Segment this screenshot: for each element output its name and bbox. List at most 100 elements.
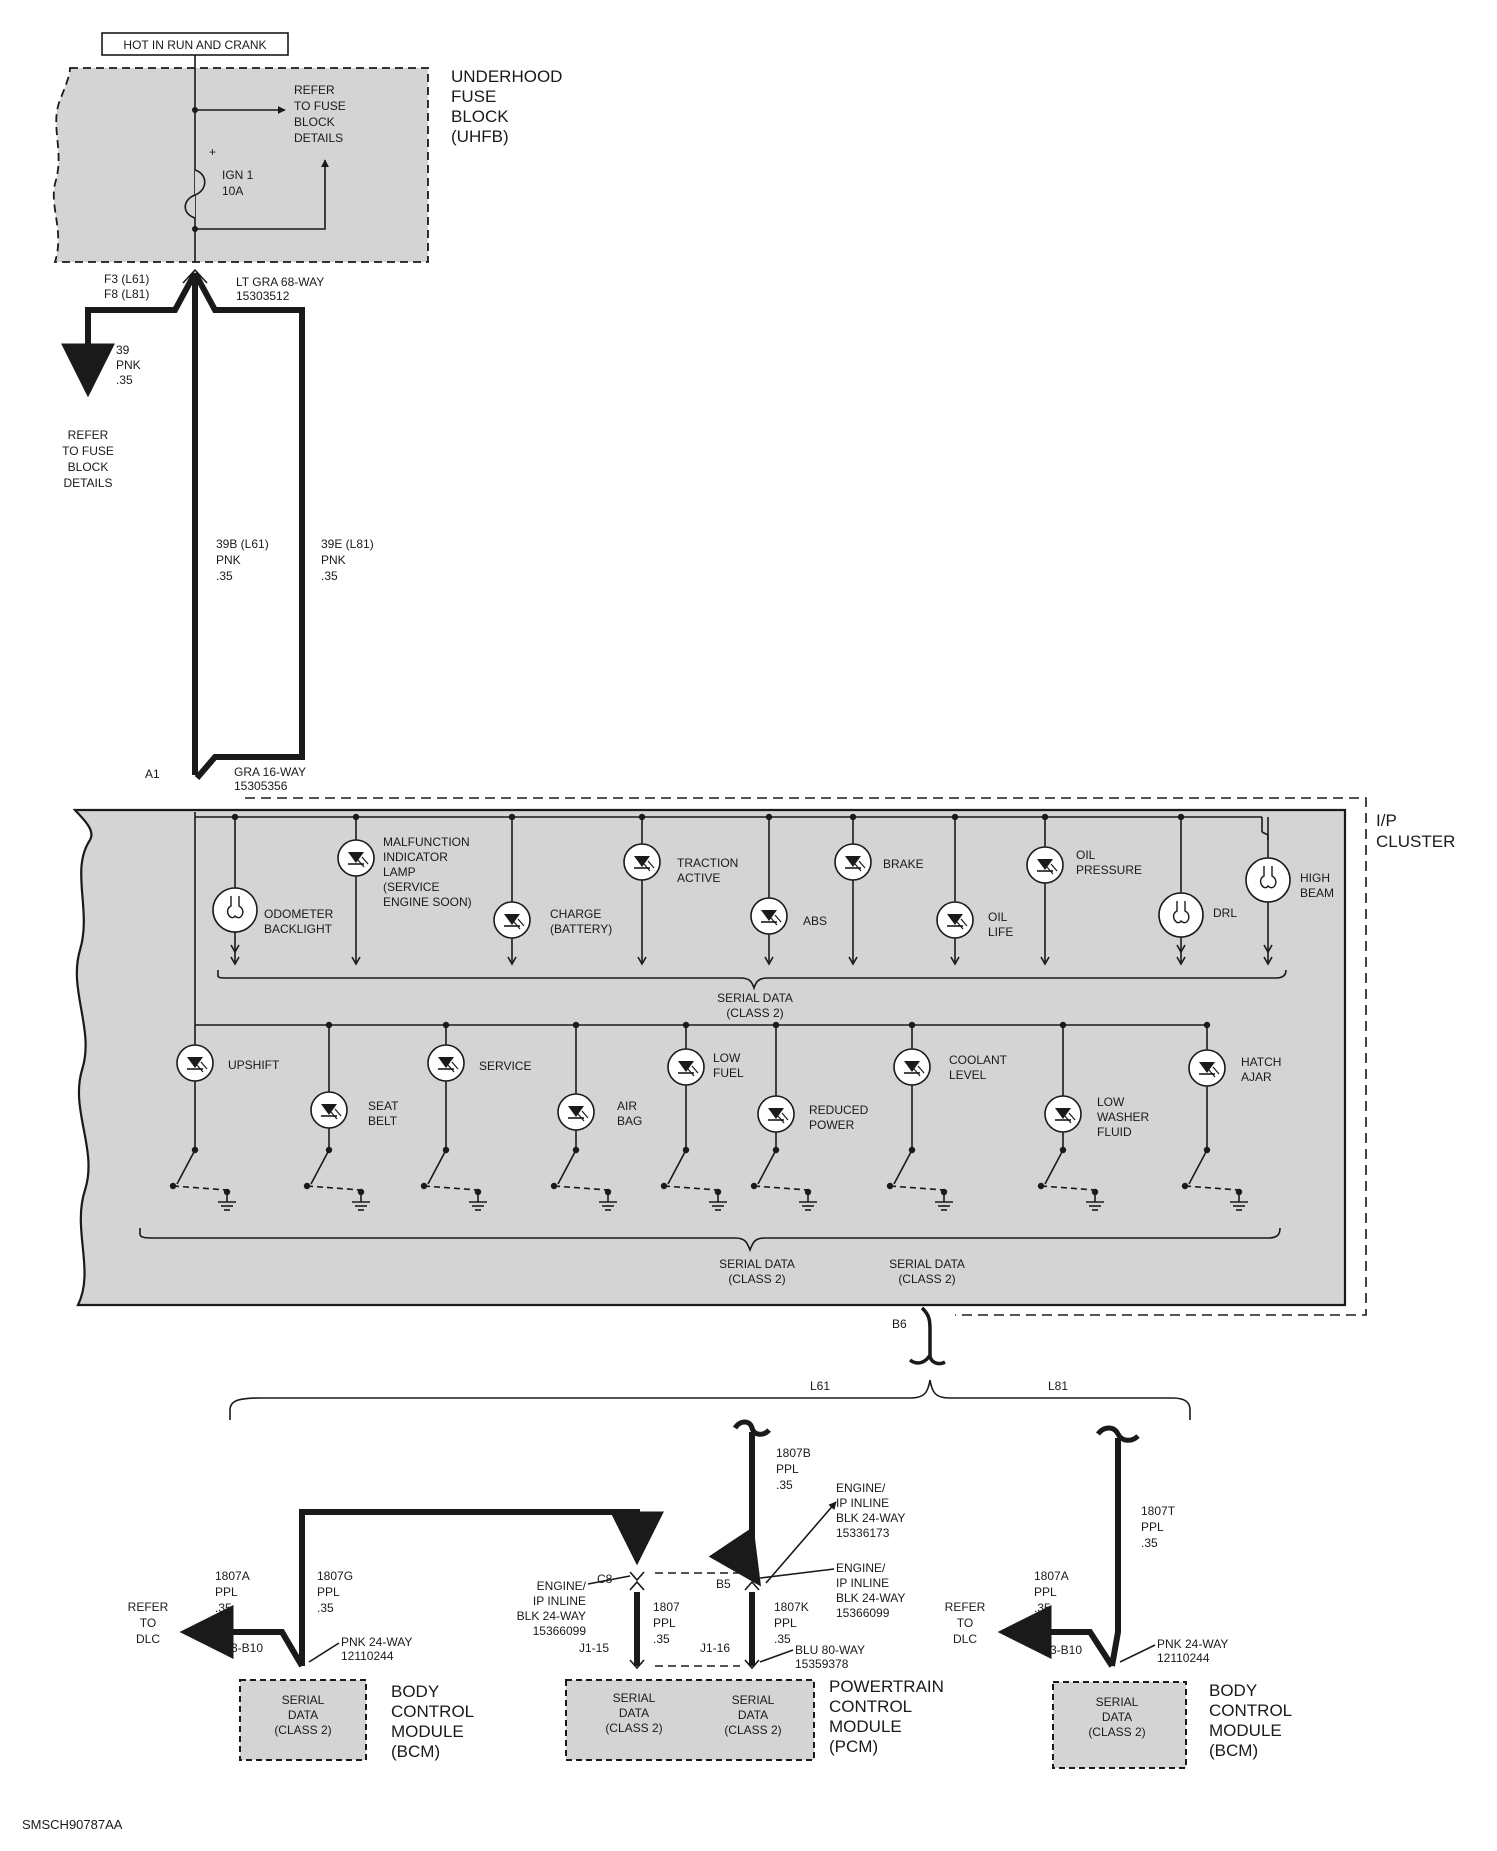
left-bcm-title: BODY bbox=[391, 1682, 439, 1701]
svg-text:DLC: DLC bbox=[953, 1632, 977, 1646]
svg-text:PPL: PPL bbox=[1034, 1585, 1057, 1599]
svg-text:DATA: DATA bbox=[619, 1706, 649, 1720]
wire-39-label: 39 bbox=[116, 343, 130, 357]
svg-text:10A: 10A bbox=[222, 184, 243, 198]
svg-text:BEAM: BEAM bbox=[1300, 886, 1334, 900]
lamp-led-icon-bottom-5 bbox=[757, 1095, 795, 1133]
header-box-text: HOT IN RUN AND CRANK bbox=[123, 38, 266, 52]
svg-text:(CLASS 2): (CLASS 2) bbox=[1088, 1725, 1145, 1739]
svg-text:15303512: 15303512 bbox=[236, 289, 290, 303]
pin-j1-16: J1-16 bbox=[700, 1641, 730, 1655]
svg-text:PRESSURE: PRESSURE bbox=[1076, 863, 1142, 877]
svg-text:IP INLINE: IP INLINE bbox=[836, 1576, 889, 1590]
svg-text:PPL: PPL bbox=[774, 1616, 797, 1630]
option-brace bbox=[229, 1379, 1191, 1420]
svg-text:(SERVICE: (SERVICE bbox=[383, 880, 439, 894]
svg-text:DETAILS: DETAILS bbox=[63, 476, 112, 490]
right-pin-j3-b10: J3-B10 bbox=[1044, 1643, 1082, 1657]
lamp-label-drl: DRL bbox=[1213, 906, 1237, 920]
svg-text:REFER: REFER bbox=[294, 83, 335, 97]
c8-pin: C8 bbox=[597, 1572, 613, 1586]
wire-1807-label: 1807 bbox=[653, 1600, 680, 1614]
svg-text:.35: .35 bbox=[216, 569, 233, 583]
svg-text:FLUID: FLUID bbox=[1097, 1125, 1132, 1139]
lamp-label-hatch-ajar: HATCH bbox=[1241, 1055, 1281, 1069]
svg-text:.35: .35 bbox=[653, 1632, 670, 1646]
svg-text:PNK: PNK bbox=[321, 553, 346, 567]
svg-text:F8 (L81): F8 (L81) bbox=[104, 287, 149, 301]
svg-text:CONTROL: CONTROL bbox=[391, 1702, 474, 1721]
lamp-led-icon-brake bbox=[834, 843, 872, 881]
lamp-label-traction: TRACTION bbox=[677, 856, 738, 870]
svg-text:PPL: PPL bbox=[1141, 1520, 1164, 1534]
lamp-led-icon-bottom-8 bbox=[1188, 1049, 1226, 1087]
b6-connector-icon bbox=[908, 1306, 946, 1366]
engine-inline-right-label: ENGINE/ bbox=[836, 1561, 886, 1575]
svg-text:LEVEL: LEVEL bbox=[949, 1068, 987, 1082]
pcm-title: POWERTRAIN bbox=[829, 1677, 944, 1696]
lamp-label-upshift: UPSHIFT bbox=[228, 1058, 280, 1072]
fuse-icon bbox=[184, 169, 206, 219]
svg-text:15305356: 15305356 bbox=[234, 779, 288, 793]
svg-text:.35: .35 bbox=[215, 1601, 232, 1615]
pcm-box: SERIAL DATA (CLASS 2) SERIAL DATA (CLASS… bbox=[565, 1679, 815, 1761]
svg-text:+: + bbox=[209, 145, 216, 159]
svg-text:POWER: POWER bbox=[809, 1118, 855, 1132]
lamp-label-seat-belt: SEAT bbox=[368, 1099, 399, 1113]
option-l61: L61 bbox=[810, 1379, 830, 1393]
svg-text:.35: .35 bbox=[1141, 1536, 1158, 1550]
wire-1807b-label: 1807B bbox=[776, 1446, 811, 1460]
serial-top-label: SERIAL DATA bbox=[717, 991, 793, 1005]
svg-text:BLK 24-WAY: BLK 24-WAY bbox=[517, 1609, 586, 1623]
left-bcm-box: SERIAL DATA (CLASS 2) bbox=[239, 1679, 367, 1761]
lamp-led-icon-traction-active bbox=[623, 843, 661, 881]
svg-text:MODULE: MODULE bbox=[1209, 1721, 1282, 1740]
lamp-led-icon-mil bbox=[337, 839, 375, 877]
lamp-led-icon-charge bbox=[493, 901, 531, 939]
lamp-bulb-icon-odometer-backlight bbox=[212, 887, 258, 933]
svg-text:.35: .35 bbox=[776, 1478, 793, 1492]
wire-1807t-label: 1807T bbox=[1141, 1504, 1176, 1518]
svg-text:.35: .35 bbox=[321, 569, 338, 583]
top-connector-label: LT GRA 68-WAY bbox=[236, 275, 324, 289]
svg-text:BLOCK: BLOCK bbox=[294, 115, 335, 129]
cluster-title: I/P bbox=[1376, 811, 1397, 830]
svg-text:12110244: 12110244 bbox=[341, 1649, 394, 1663]
lamp-label-reduced-power: REDUCED bbox=[809, 1103, 869, 1117]
bottom-lamp-labels: UPSHIFT SEAT BELT SERVICE AIR BAG LOW FU… bbox=[228, 1051, 1281, 1139]
header-box: HOT IN RUN AND CRANK bbox=[101, 32, 289, 56]
wire-39e-label: 39E (L81) bbox=[321, 537, 374, 551]
svg-text:(CLASS 2): (CLASS 2) bbox=[898, 1272, 955, 1286]
lamp-label-mil: MALFUNCTION bbox=[383, 835, 470, 849]
svg-text:TO FUSE: TO FUSE bbox=[294, 99, 346, 113]
svg-text:SERIAL: SERIAL bbox=[282, 1693, 325, 1707]
svg-text:TO FUSE: TO FUSE bbox=[62, 444, 114, 458]
svg-text:(BATTERY): (BATTERY) bbox=[550, 922, 612, 936]
svg-text:IP INLINE: IP INLINE bbox=[836, 1496, 889, 1510]
b6-pin: B6 bbox=[892, 1317, 907, 1331]
lamp-led-icon-bottom-7 bbox=[1044, 1095, 1082, 1133]
svg-text:DLC: DLC bbox=[136, 1632, 160, 1646]
svg-text:PPL: PPL bbox=[776, 1462, 799, 1476]
wire-39-refer: REFER bbox=[68, 428, 109, 442]
svg-text:BACKLIGHT: BACKLIGHT bbox=[264, 922, 333, 936]
right-bcm-title: BODY bbox=[1209, 1681, 1257, 1700]
svg-text:(BCM): (BCM) bbox=[1209, 1741, 1258, 1760]
svg-text:PPL: PPL bbox=[653, 1616, 676, 1630]
svg-text:INDICATOR: INDICATOR bbox=[383, 850, 448, 864]
lamp-label-low-fuel: LOW bbox=[713, 1051, 741, 1065]
underhood-fuse-block: + REFER TO FUSE BLOCK DETAILS IGN 1 10A bbox=[52, 55, 429, 263]
svg-text:IGN 1: IGN 1 bbox=[222, 168, 254, 182]
lamp-led-icon-bottom-4 bbox=[667, 1048, 705, 1086]
svg-text:BLK 24-WAY: BLK 24-WAY bbox=[836, 1591, 905, 1605]
left-wire-1807a-label: 1807A bbox=[215, 1569, 250, 1583]
svg-text:LAMP: LAMP bbox=[383, 865, 416, 879]
lamp-led-icon-bottom-6 bbox=[893, 1048, 931, 1086]
ip-cluster-body bbox=[72, 808, 1347, 1307]
lamp-label-high-beam: HIGH bbox=[1300, 871, 1330, 885]
svg-text:BLOCK: BLOCK bbox=[451, 107, 509, 126]
lamp-label-abs: ABS bbox=[803, 914, 827, 928]
svg-text:CONTROL: CONTROL bbox=[1209, 1701, 1292, 1720]
lamp-label-low-washer: LOW bbox=[1097, 1095, 1125, 1109]
svg-text:BELT: BELT bbox=[368, 1114, 398, 1128]
